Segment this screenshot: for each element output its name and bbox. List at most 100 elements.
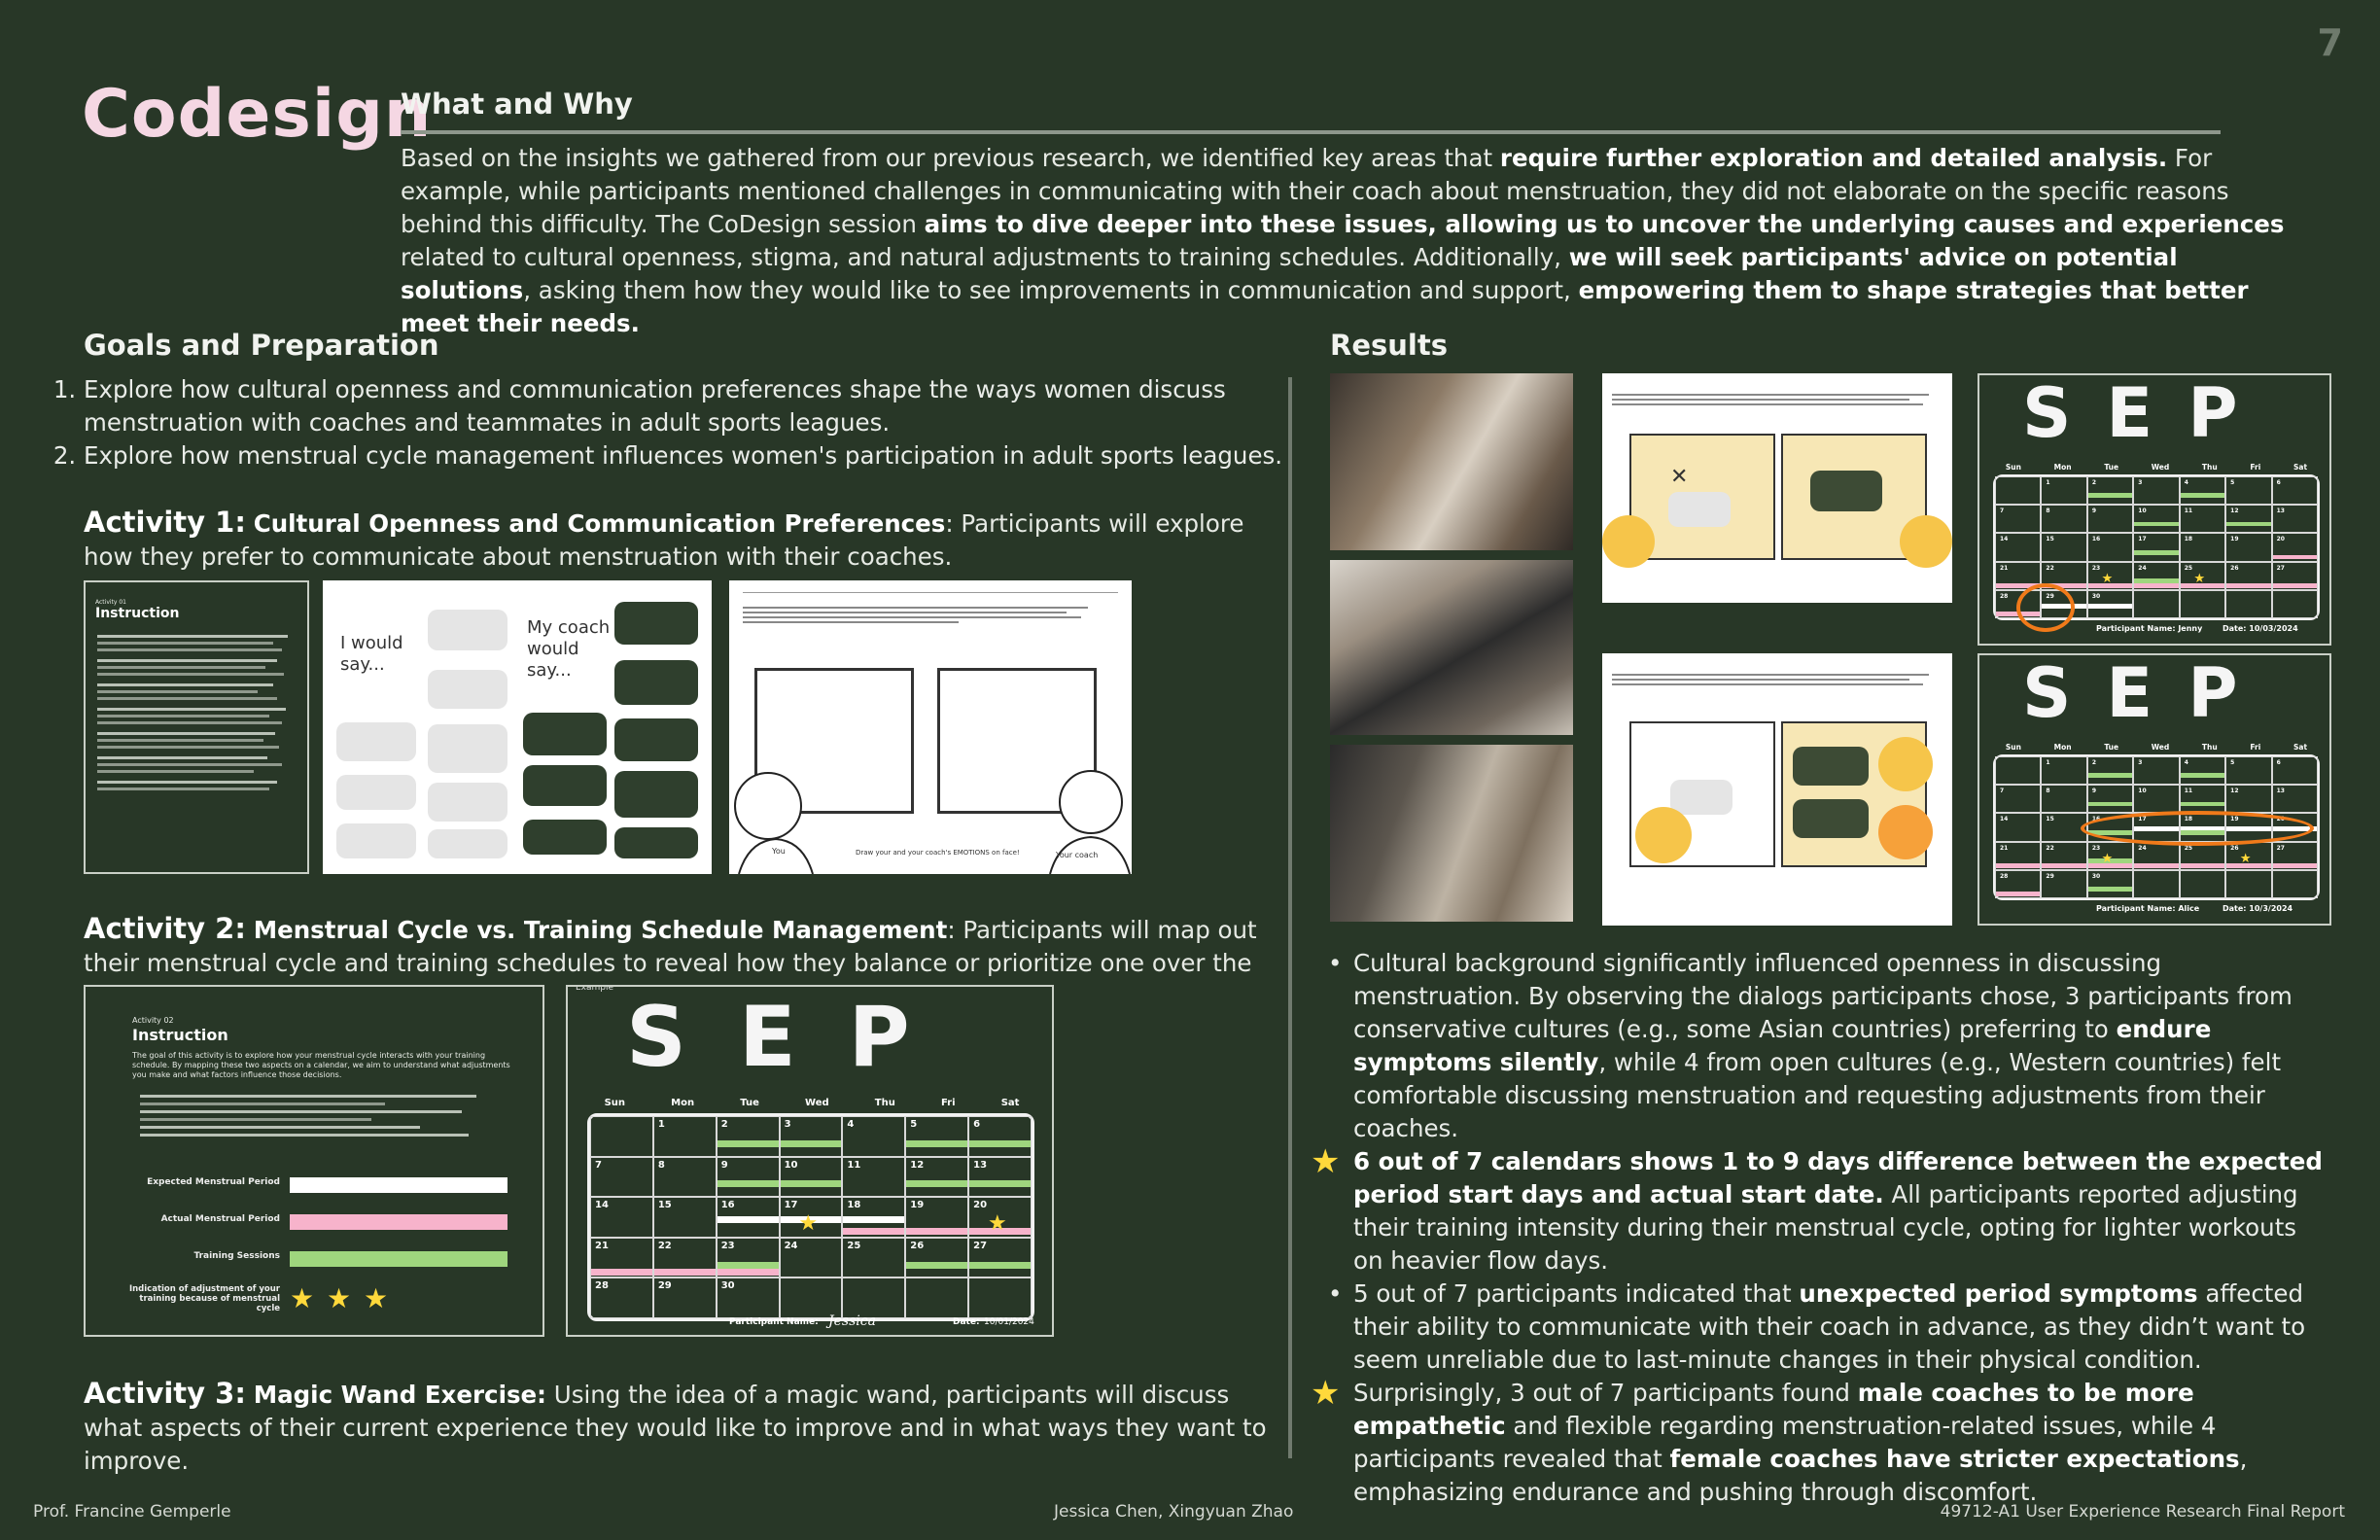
calendar-day-cell: 5 xyxy=(2225,756,2272,786)
calendar-day-cell: 25★ xyxy=(2179,561,2226,590)
calendar-day-cell xyxy=(2179,589,2226,618)
calendar-day-number: 15 xyxy=(657,1200,672,1211)
calendar-bar xyxy=(2134,549,2179,555)
calendar-day-cell: 27 xyxy=(2271,561,2318,590)
calendar-day-cell xyxy=(968,1278,1032,1318)
calendar-bar xyxy=(2087,862,2133,868)
calendar-day-cell: 28 xyxy=(1995,869,2042,898)
calendar-day-number: 25 xyxy=(2184,564,2193,572)
calendar-day-cell: 1 xyxy=(2041,756,2087,786)
calendar-day-cell: 11 xyxy=(2179,785,2226,814)
calendar-day-number: 3 xyxy=(2138,479,2143,486)
calendar-day-cell: 8 xyxy=(652,1156,717,1198)
results-heading: Results xyxy=(1330,329,1448,362)
calendar-day-number: 21 xyxy=(2000,844,2009,852)
calendar-day-cell: 24 xyxy=(2133,841,2180,870)
calendar-day-number: 30 xyxy=(720,1280,735,1292)
what-why-paragraph: Based on the insights we gathered from o… xyxy=(401,144,2285,337)
calendar-bar xyxy=(843,1216,905,1224)
calendar-day-number: 8 xyxy=(2046,788,2050,795)
calendar-day-cell: 23 xyxy=(716,1237,780,1278)
results-list: • Cultural background significantly infl… xyxy=(1311,947,2333,1509)
calendar-bar xyxy=(717,1268,779,1276)
calendar-day-number: 19 xyxy=(2230,536,2239,543)
calendar-bar xyxy=(2087,603,2133,609)
calendar-day-cell xyxy=(2271,589,2318,618)
calendar-day-cell: 14 xyxy=(590,1197,653,1238)
goals-list: Explore how cultural openness and commun… xyxy=(49,373,1303,472)
calendar-day-cell: 17 xyxy=(2133,533,2180,562)
calendar-bar xyxy=(1996,582,2041,588)
calendar-bar xyxy=(2180,773,2225,779)
calendar-day-number: 1 xyxy=(657,1119,665,1130)
calendar-bar xyxy=(906,1139,968,1147)
calendar-day-cell: 23★ xyxy=(2086,841,2134,870)
calendar-day-number: 20 xyxy=(973,1200,988,1211)
calendar-day-cell: 13 xyxy=(2271,505,2318,534)
calendar-day-cell: 18 xyxy=(842,1197,906,1238)
calendar-day-number: 9 xyxy=(720,1159,728,1171)
calendar-day-cell: 19 xyxy=(905,1197,969,1238)
calendar-day-number: 11 xyxy=(847,1159,861,1171)
calendar-day-cell: 14 xyxy=(1995,533,2042,562)
calendar-day-number: 2 xyxy=(2091,479,2097,486)
calendar-day-number: 10 xyxy=(2138,508,2147,515)
activity-1-text: Activity 1: Cultural Openness and Commun… xyxy=(84,506,1244,571)
calendar-day-number: 2 xyxy=(2091,759,2097,766)
legend-actual-bar xyxy=(290,1214,508,1230)
calendar-day-cell xyxy=(1995,756,2042,786)
calendar-day-number: 11 xyxy=(2184,508,2193,515)
codesign-session-photo xyxy=(1330,373,1573,550)
calendar-day-number: 22 xyxy=(2046,564,2054,572)
calendar-day-number: 1 xyxy=(2046,479,2050,486)
calendar-day-cell: 2 xyxy=(2086,756,2134,786)
activity-3-text: Activity 3: Magic Wand Exercise: Using t… xyxy=(84,1377,1267,1475)
calendar-day-cell: 25 xyxy=(842,1237,906,1278)
calendar-day-number: 7 xyxy=(2000,788,2005,795)
calendar-day-cell: 9 xyxy=(2086,505,2134,534)
calendar-day-cell xyxy=(2133,589,2180,618)
calendar-day-cell: 22 xyxy=(2041,841,2087,870)
calendar-day-cell: 30 xyxy=(2086,869,2134,898)
calendar-day-cell: 3 xyxy=(2133,756,2180,786)
calendar-day-number: 7 xyxy=(2000,508,2005,515)
calendar-day-cell: 2 xyxy=(716,1116,780,1157)
calendar-day-number: 28 xyxy=(595,1280,609,1292)
calendar-day-number: 23 xyxy=(2091,844,2101,852)
calendar-day-number: 9 xyxy=(2091,508,2097,515)
calendar-day-cell: 12 xyxy=(2225,785,2272,814)
calendar-day-number: 24 xyxy=(784,1240,798,1251)
calendar-day-number: 7 xyxy=(595,1159,602,1171)
calendar-day-number: 9 xyxy=(2091,788,2097,795)
calendar-day-cell: 4 xyxy=(2179,756,2226,786)
calendar-day-number: 14 xyxy=(595,1200,609,1211)
calendar-bar xyxy=(2042,862,2086,868)
activity-1-template-card: You Your coach Draw your and your coach'… xyxy=(729,580,1132,874)
calendar-day-number: 14 xyxy=(2000,816,2009,823)
calendar-day-number: 22 xyxy=(2046,844,2054,852)
calendar-day-number: 12 xyxy=(2230,508,2239,515)
calendar-day-cell: 17★ xyxy=(779,1197,843,1238)
calendar-day-number: 6 xyxy=(973,1119,981,1130)
calendar-day-number: 6 xyxy=(2276,479,2281,486)
calendar-bar xyxy=(2180,493,2225,499)
result-item: • 5 out of 7 participants indicated that… xyxy=(1328,1279,2306,1374)
calendar-bar xyxy=(1996,862,2041,868)
calendar-bar xyxy=(2087,801,2133,807)
calendar-day-cell: 26 xyxy=(905,1237,969,1278)
calendar-bar xyxy=(2087,773,2133,779)
calendar-day-number: 4 xyxy=(2184,479,2188,486)
calendar-bar xyxy=(2180,862,2225,868)
calendar-day-cell: 5 xyxy=(2225,476,2272,506)
calendar-day-number: 2 xyxy=(720,1119,728,1130)
calendar-day-cell: 10 xyxy=(779,1156,843,1198)
emoji-face xyxy=(1878,737,1933,791)
calendar-bar xyxy=(2134,862,2179,868)
calendar-day-cell: 6 xyxy=(2271,476,2318,506)
calendar-day-cell: 20 xyxy=(2271,533,2318,562)
calendar-day-number: 30 xyxy=(2091,872,2101,880)
calendar-day-number: 4 xyxy=(847,1119,855,1130)
calendar-day-cell xyxy=(905,1278,969,1318)
calendar-bar xyxy=(969,1139,1031,1147)
calendar-day-cell: 23★ xyxy=(2086,561,2134,590)
